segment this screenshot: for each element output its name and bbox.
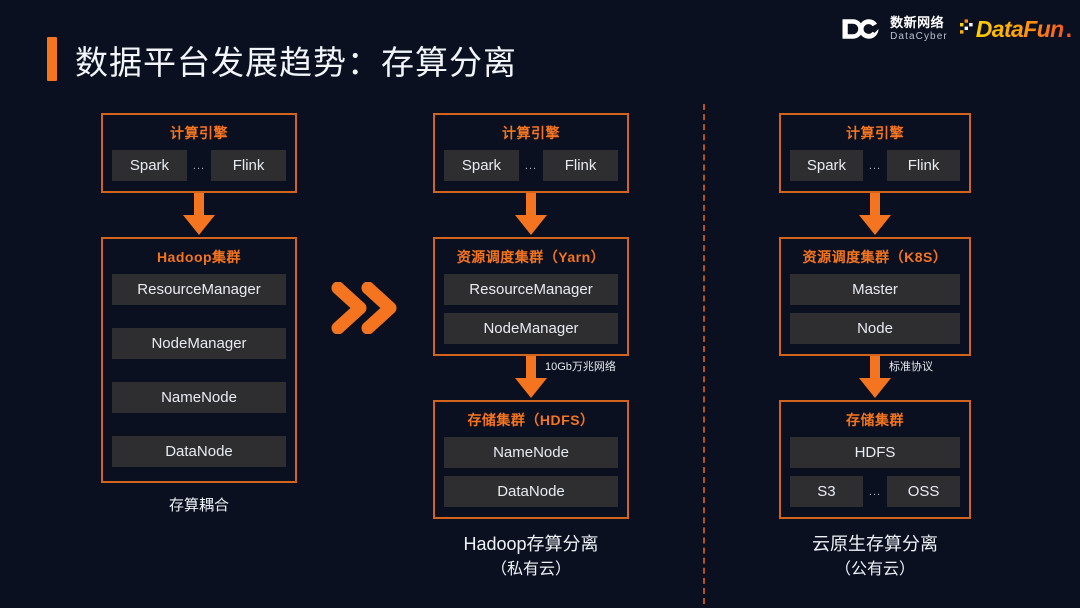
component-chip[interactable]: Master [790,274,960,305]
cluster-panel: 存储集群 HDFS S3... OSS [779,400,971,519]
column-caption: 存算耦合 [101,495,297,518]
component-chip[interactable]: NodeManager [444,313,618,344]
component-chip[interactable]: ResourceManager [444,274,618,305]
flow-arrow-label: 10Gb万兆网络 [545,361,616,373]
cluster-panel-title: 计算引擎 [846,125,904,141]
logo-group: 数新网络 DataCyber DataFun . [841,8,1072,50]
flow-arrow-down: 10Gb万兆网络 [433,356,629,400]
flow-arrow-down [433,193,629,237]
cluster-panel-title: 存储集群 [846,412,904,428]
column-hadoop-separated: 计算引擎 Spark... Flink 资源调度集群（Yarn） ResourceMan… [433,113,629,582]
component-chip[interactable]: DataNode [112,436,286,467]
chip-ellipsis: ... [192,159,206,172]
component-chip[interactable]: Spark [790,150,863,181]
component-chip-row: Spark... Flink [112,150,287,181]
component-chip[interactable]: DataNode [444,476,618,507]
chip-ellipsis: ... [524,159,538,172]
page-title: 数据平台发展趋势：存算分离 [75,44,517,81]
component-chip[interactable]: NameNode [444,437,618,468]
datafun-period: . [1065,15,1072,42]
component-chip[interactable]: Spark [112,150,187,181]
component-chip[interactable]: NameNode [112,382,286,413]
component-chip[interactable]: Flink [543,150,619,181]
flow-arrow-label: 标准协议 [889,361,933,373]
arrow-down-icon [515,356,547,398]
flow-arrow-down: 标准协议 [779,356,971,400]
flow-arrow-down [779,193,971,237]
component-chip[interactable]: S3 [790,476,863,507]
column-caption-sub: （私有云） [490,561,571,578]
chip-ellipsis: ... [868,485,882,498]
component-chip[interactable]: Flink [211,150,287,181]
datacyber-en-label: DataCyber [890,31,948,42]
flow-arrow-down [101,193,297,237]
cluster-panel: 计算引擎 Spark... Flink [101,113,297,193]
title-accent-bar [47,37,57,81]
component-chip-row: S3... OSS [790,476,961,507]
cluster-panel-title: 资源调度集群（K8S） [802,249,948,265]
cluster-panel-title: 存储集群（HDFS） [467,412,595,428]
component-chip[interactable]: Spark [444,150,519,181]
chip-ellipsis: ... [868,159,882,172]
cluster-panel-title: Hadoop集群 [156,249,242,265]
vertical-dashed-divider [703,104,705,604]
datafun-logo: DataFun . [959,15,1072,43]
arrow-down-icon [515,193,547,235]
arrow-down-icon [183,193,215,235]
dc-monogram-icon [841,16,883,42]
arrow-down-icon [859,356,891,398]
component-chip[interactable]: HDFS [790,437,960,468]
column-caption: Hadoop存算分离 （私有云） [433,531,629,582]
datacyber-logo: 数新网络 DataCyber [841,16,948,42]
cluster-panel-title: 计算引擎 [170,125,228,141]
component-chip[interactable]: NodeManager [112,328,286,359]
datacyber-wordmark: 数新网络 DataCyber [890,16,948,42]
column-caption-sub: （公有云） [834,561,915,578]
cluster-panel-title: 计算引擎 [502,125,560,141]
page-header: 数据平台发展趋势：存算分离 数新网络 DataCyber [0,0,1080,95]
column-caption-main: 云原生存算分离 [812,534,938,554]
component-chip[interactable]: Node [790,313,960,344]
column-caption-main: Hadoop存算分离 [463,534,599,554]
column-caption-main: 存算耦合 [168,497,229,514]
cluster-panel: 计算引擎 Spark... Flink [779,113,971,193]
cluster-panel-title: 资源调度集群（Yarn） [456,249,606,265]
component-chip-row: Spark... Flink [444,150,619,181]
double-chevron-right-icon [330,281,402,339]
datafun-dots-icon [959,19,974,39]
component-chip-row: Spark... Flink [790,150,961,181]
datacyber-cn-label: 数新网络 [890,15,945,30]
component-chip[interactable]: OSS [887,476,961,507]
component-chip[interactable]: ResourceManager [112,274,286,305]
component-chip[interactable]: Flink [887,150,961,181]
datafun-wordmark: DataFun [975,15,1064,42]
arrow-down-icon [859,193,891,235]
column-caption: 云原生存算分离 （公有云） [779,531,971,582]
cluster-panel: 计算引擎 Spark... Flink [433,113,629,193]
